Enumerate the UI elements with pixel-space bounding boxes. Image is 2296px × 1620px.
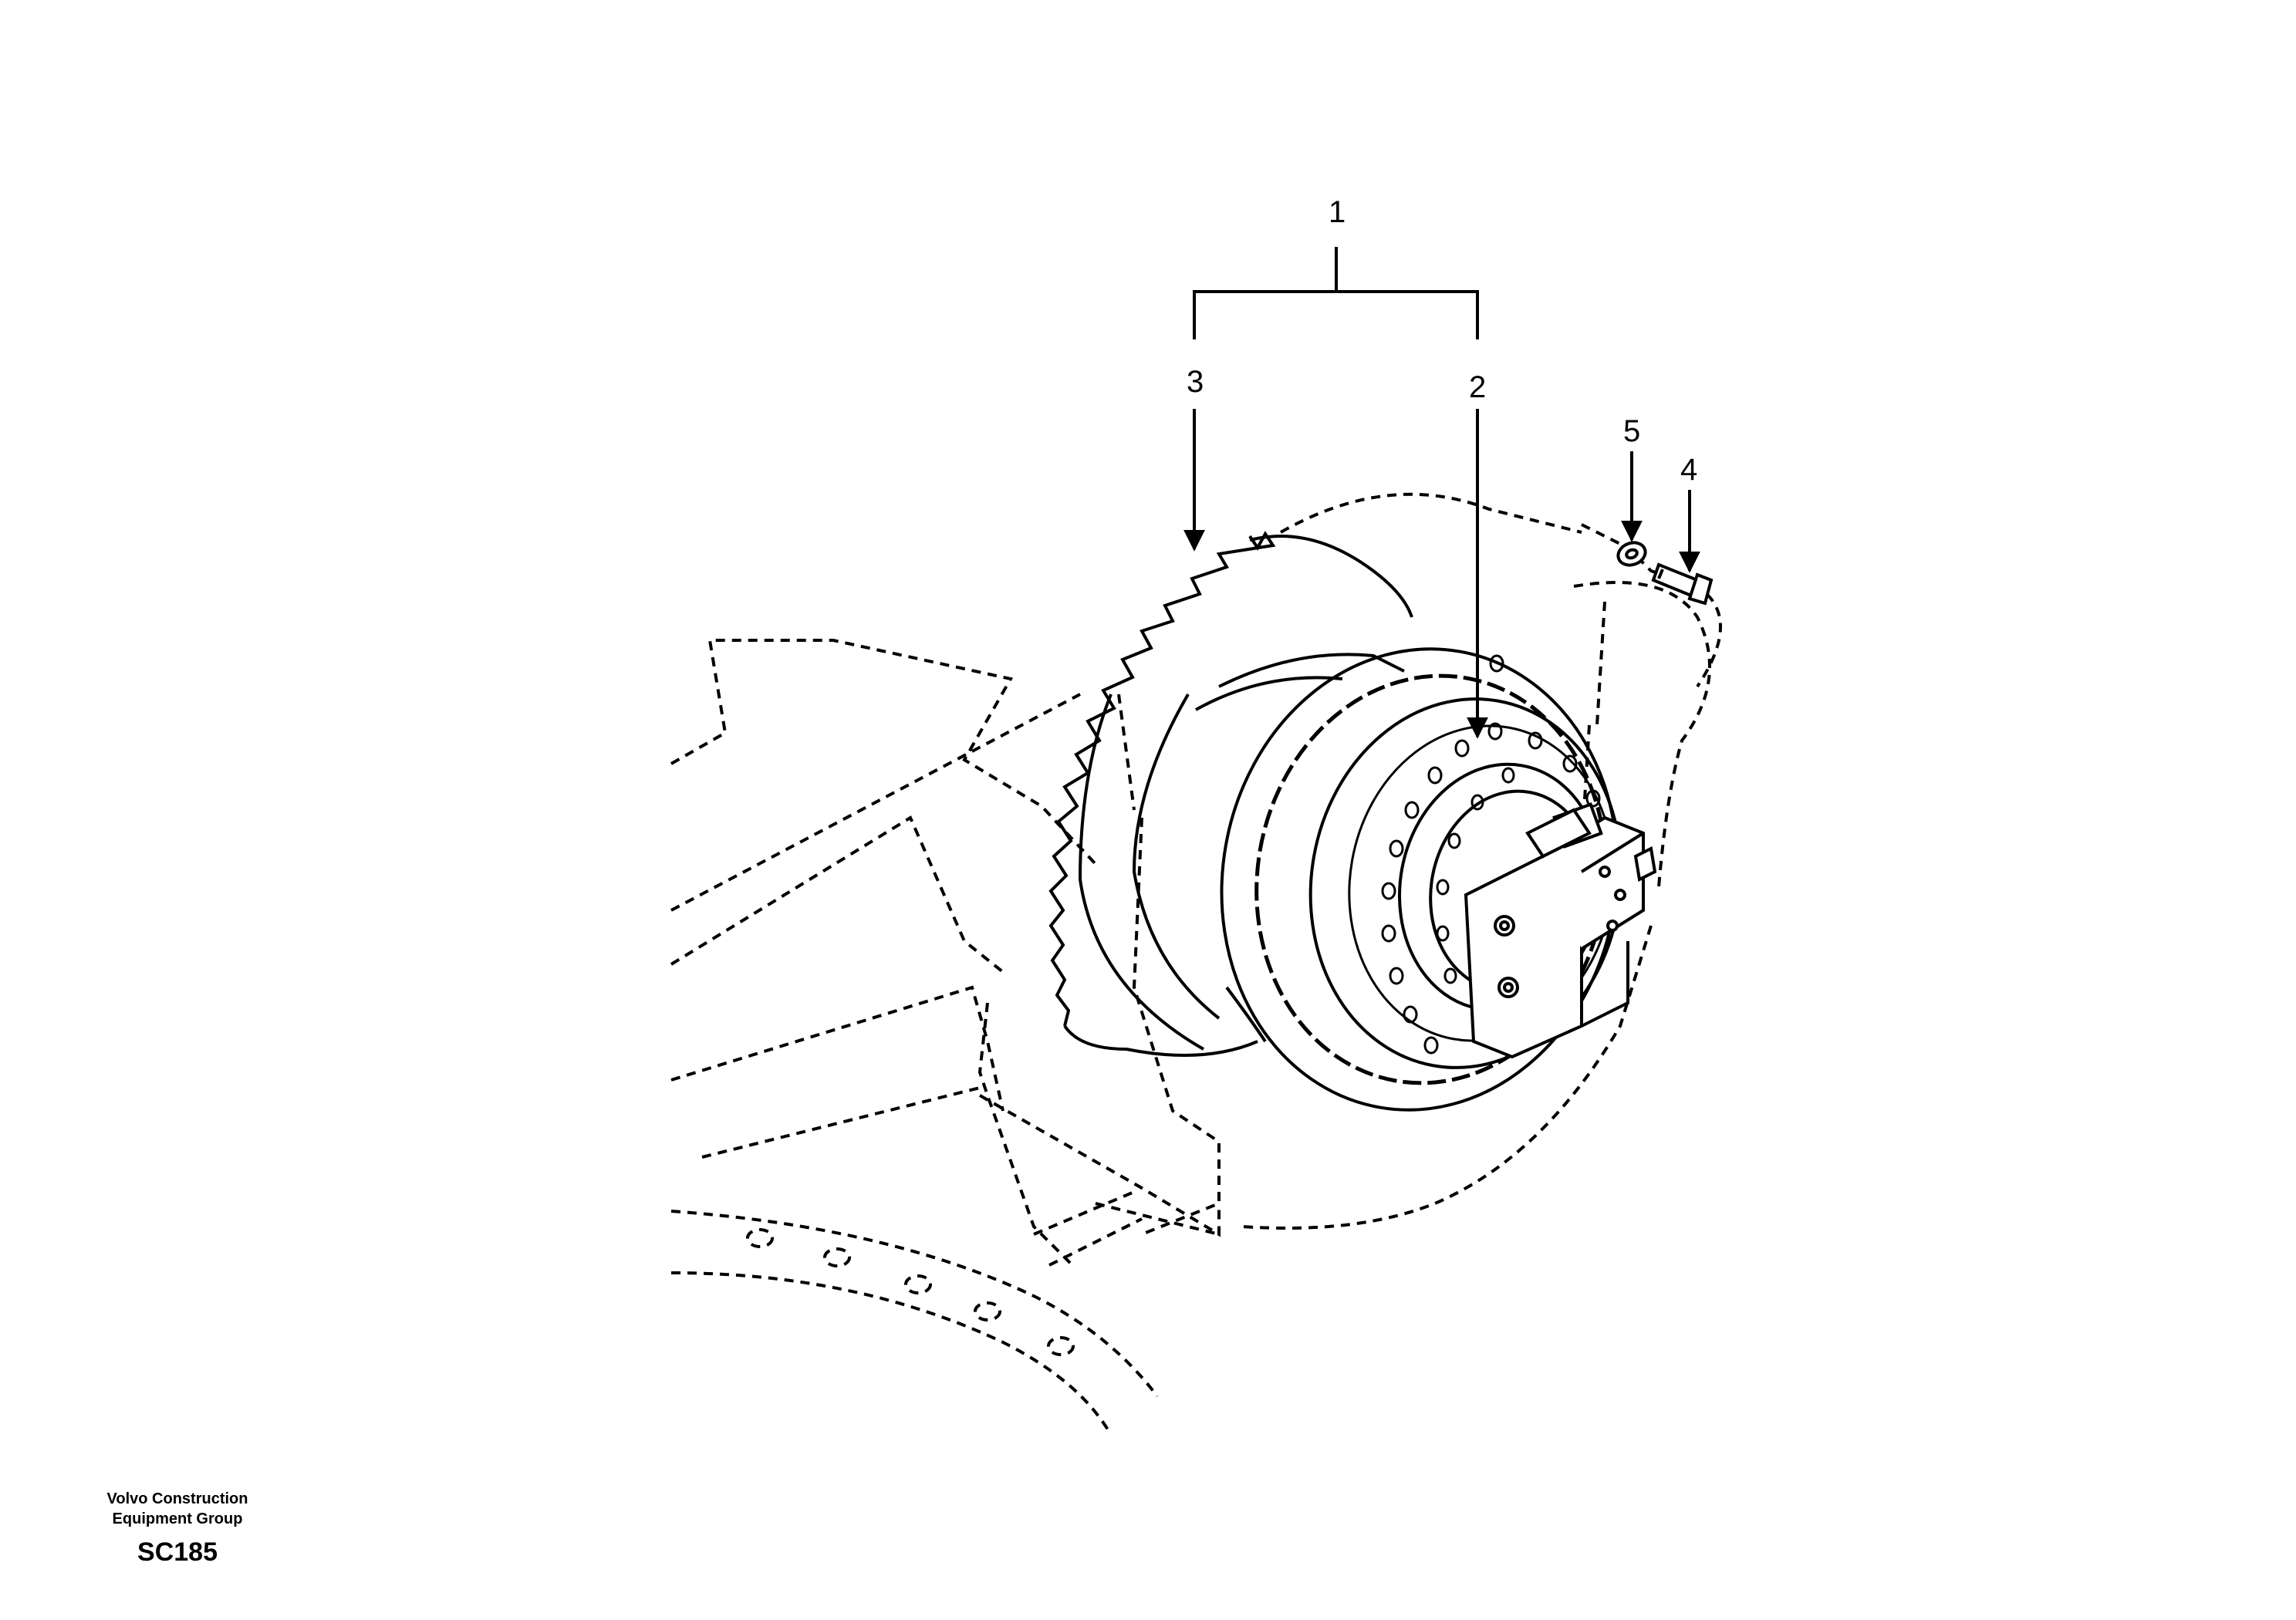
callout-label-4: 4 xyxy=(1680,453,1697,487)
company-name-line2: Equipment Group xyxy=(112,1510,243,1527)
company-name-line1: Volvo Construction xyxy=(106,1490,248,1507)
track-frame-outline xyxy=(670,639,1221,1267)
callout-label-1: 1 xyxy=(1329,195,1346,229)
callout-label-3: 3 xyxy=(1187,365,1204,399)
callout-label-5: 5 xyxy=(1623,414,1640,448)
callout-label-2: 2 xyxy=(1469,370,1486,404)
washer-part xyxy=(1616,541,1647,567)
flange-bolt-holes xyxy=(1381,654,1601,1055)
company-footer: Volvo Construction Equipment Group SC185 xyxy=(31,1489,324,1569)
callout-leaders xyxy=(1183,247,1700,739)
bolt-part xyxy=(1651,562,1714,606)
drawing-code: SC185 xyxy=(137,1537,218,1567)
valve-block xyxy=(1464,802,1657,1059)
hub-gear-housing xyxy=(1048,531,1413,1057)
toothed-rim-outline xyxy=(1048,531,1276,1027)
bracket-line xyxy=(1193,290,1479,339)
slewing-ring-outline xyxy=(670,1210,1159,1436)
